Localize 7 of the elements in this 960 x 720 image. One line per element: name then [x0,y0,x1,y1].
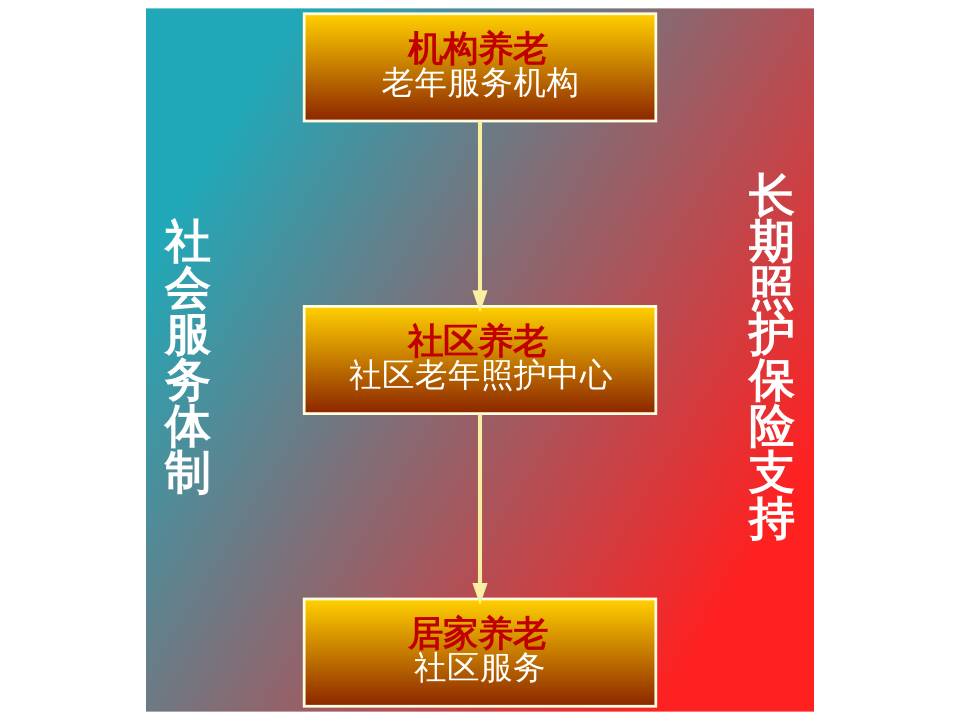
arrow [472,121,488,312]
label: 长期照护保险支持 [748,168,795,546]
node-box: 社区养老 社区老年照护中心 [302,305,658,415]
node-box: 居家养老 社区服务 [302,598,658,708]
label: 社会服务体制 [165,214,212,499]
node-box: 机构养老 老年服务机构 [302,12,658,122]
arrow [472,414,488,605]
